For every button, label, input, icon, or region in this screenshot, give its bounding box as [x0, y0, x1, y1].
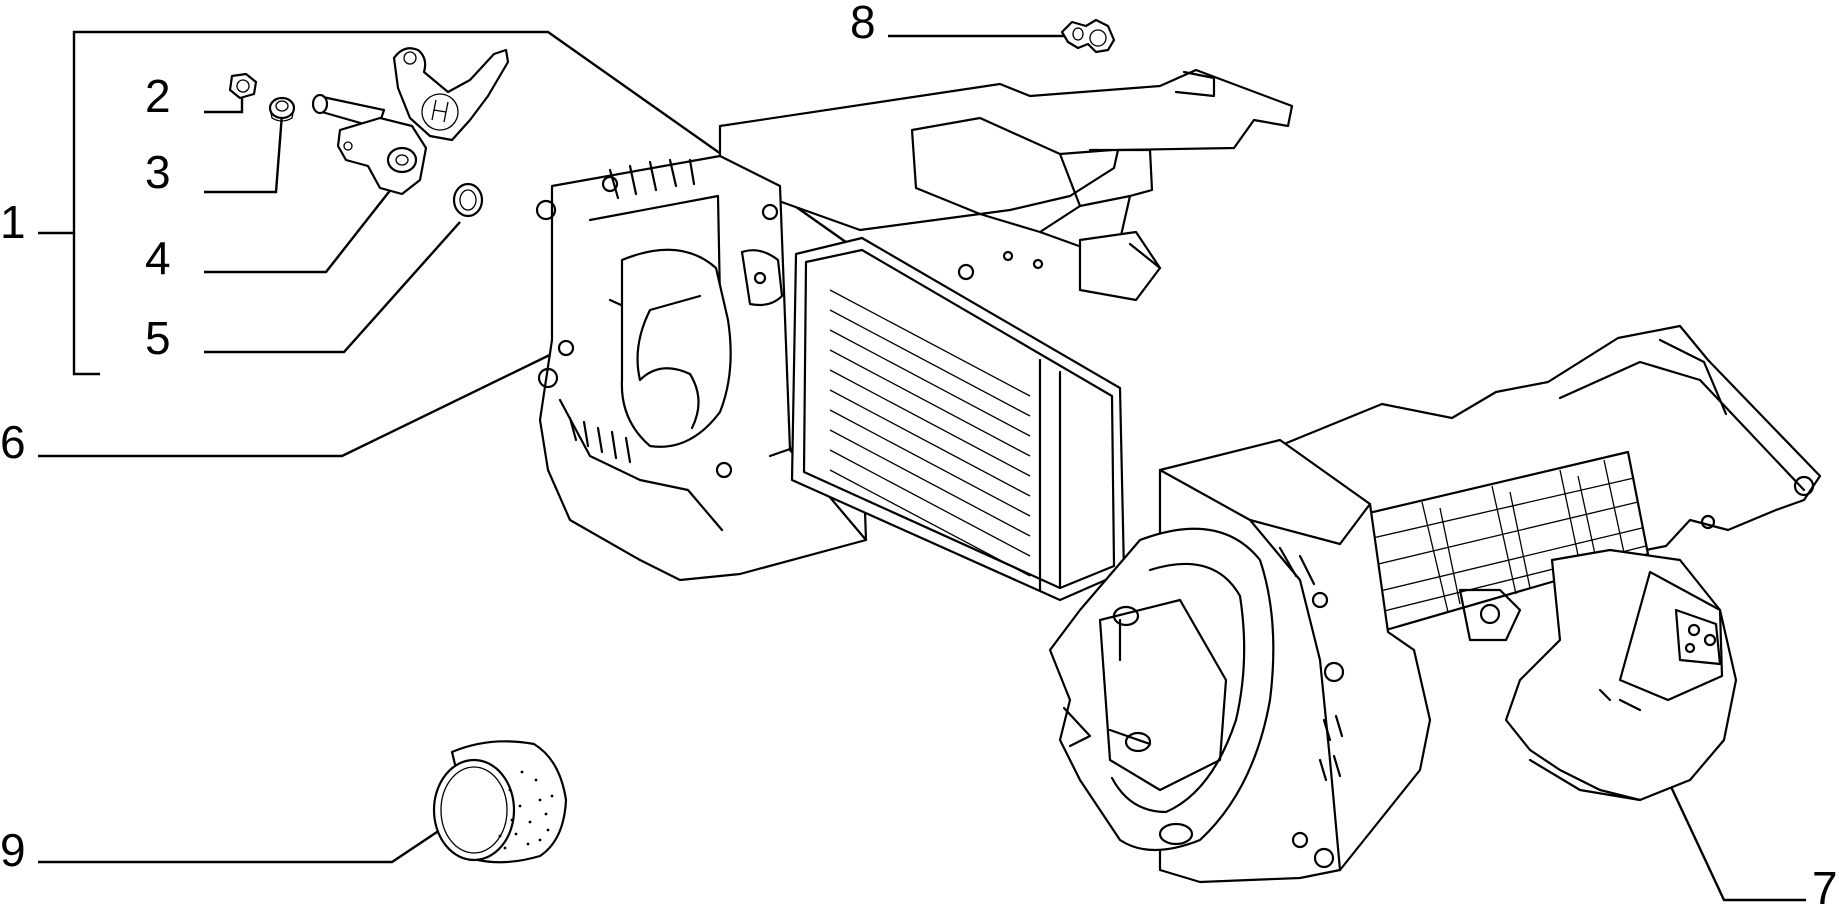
group-bracket-1	[72, 30, 861, 376]
cap-part	[432, 740, 568, 864]
leader-6	[38, 348, 561, 458]
heater-core-part	[790, 236, 1126, 602]
leader-2	[204, 92, 244, 114]
leader-lines	[38, 30, 1806, 902]
callout-4: 4	[145, 232, 171, 284]
clip-part	[1060, 18, 1116, 54]
right-housing-part	[1048, 324, 1822, 884]
callout-8: 8	[850, 0, 876, 48]
leader-9	[38, 825, 447, 864]
callout-6: 6	[0, 416, 26, 468]
heater-core-fins	[829, 289, 1031, 577]
nut-part	[228, 72, 258, 100]
leader-4	[204, 187, 393, 274]
grille-slats	[1363, 459, 1647, 613]
cap-stipple	[498, 770, 554, 850]
left-housing-part	[535, 68, 1294, 582]
water-valve-part	[311, 47, 510, 196]
bushing-part	[268, 96, 296, 122]
callout-9: 9	[0, 824, 26, 876]
o-ring-part	[452, 182, 484, 218]
leader-5	[204, 221, 461, 354]
leader-3	[204, 113, 284, 194]
callout-3: 3	[145, 146, 171, 198]
leader-7	[1664, 775, 1806, 902]
callout-7: 7	[1812, 862, 1838, 907]
callout-2: 2	[145, 70, 171, 122]
callout-5: 5	[145, 312, 171, 364]
callout-1: 1	[0, 196, 26, 248]
